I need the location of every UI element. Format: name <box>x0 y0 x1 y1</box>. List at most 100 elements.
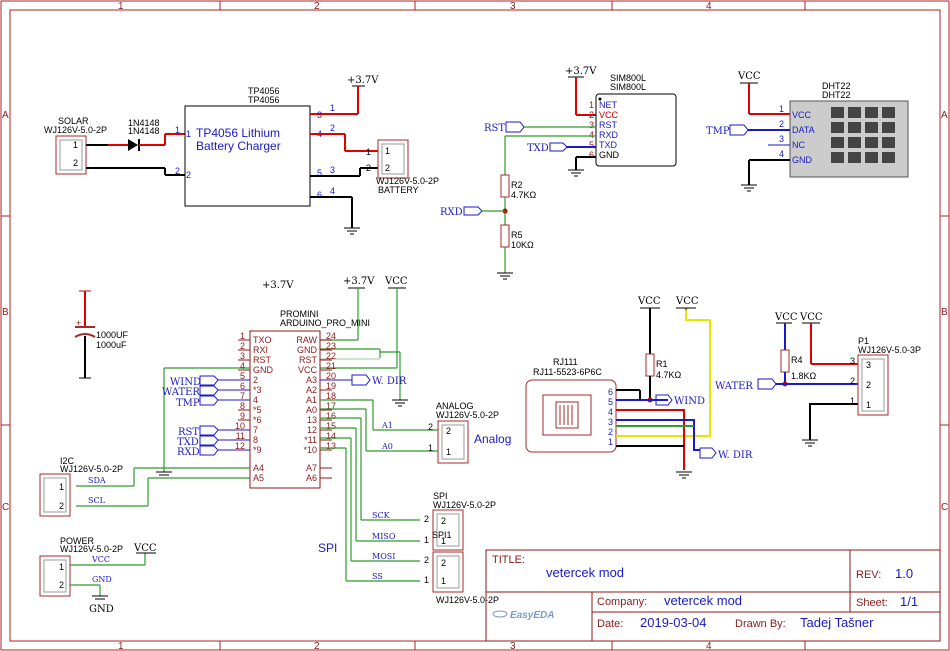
resistor-r5[interactable]: R5 10KΩ <box>500 224 534 250</box>
svg-text:4: 4 <box>779 149 784 159</box>
svg-text:ANALOG: ANALOG <box>436 401 474 411</box>
net-label-wind-rj: WIND <box>655 394 705 407</box>
svg-text:TITLE:: TITLE: <box>492 554 525 566</box>
promini-v37-label-2: +3.7V <box>343 276 375 287</box>
row-label-b: B <box>2 307 9 318</box>
col-label-3-bottom: 3 <box>510 641 516 651</box>
rj11-jack[interactable]: RJ111 RJ11-5523-6P6C 6 5 4 3 2 1 <box>525 357 617 453</box>
svg-text:3: 3 <box>850 356 855 366</box>
net-sck: SCK <box>372 511 391 520</box>
svg-text:2: 2 <box>866 380 871 390</box>
promini-v37-label-1: +3.7V <box>262 280 294 291</box>
diode-ref: 1N4148 <box>128 118 160 128</box>
i2c-connector[interactable]: I2C WJ126V-5.0-2P 1 2 <box>39 456 123 517</box>
tp4056-ref: TP4056 <box>248 86 280 96</box>
svg-text:REV:: REV: <box>856 569 881 581</box>
promini-pin-number: 14 <box>326 431 336 441</box>
svg-text:2: 2 <box>441 558 446 568</box>
capacitor-1000uf[interactable]: + 1000UF 1000uF <box>74 290 129 379</box>
sheet-title: vetercek mod <box>546 565 624 580</box>
svg-text:POWER: POWER <box>60 536 95 546</box>
net-label-wdir-rj: W. DIR <box>699 447 753 461</box>
sim-v37-label: +3.7V <box>565 66 597 77</box>
net-scl: SCL <box>88 496 106 505</box>
col-label-4: 4 <box>706 1 712 12</box>
promini-pin-name: VCC <box>298 365 318 375</box>
solar-connector[interactable]: SOLAR WJ126V-5.0-2P 1 2 <box>44 116 107 175</box>
svg-text:1: 1 <box>608 437 613 447</box>
svg-text:1: 1 <box>59 482 64 492</box>
svg-text:WIND: WIND <box>170 377 201 388</box>
dht22-sensor[interactable]: DHT22 DHT22 VCC DATA NC GND 1 2 3 4 <box>779 81 909 178</box>
power-connector[interactable]: POWER WJ126V-5.0-2P 1 2 <box>39 536 123 597</box>
solar-body <box>55 135 87 175</box>
promini-pin-number: 5 <box>240 371 245 381</box>
sim800l-module[interactable]: SIM800L SIM800L NET VCC RST RXD TXD GND … <box>589 73 677 167</box>
net-label-wdir-promini: W. DIR <box>351 374 407 387</box>
svg-text:VCC: VCC <box>792 110 812 120</box>
rj11-body <box>525 379 617 453</box>
promini-pin-name: 4 <box>253 395 258 405</box>
svg-text:RXD: RXD <box>177 447 200 458</box>
svg-text:RJ111: RJ111 <box>553 357 578 367</box>
svg-text:WJ126V-5.0-3P: WJ126V-5.0-3P <box>858 345 921 355</box>
dht-vcc-label: VCC <box>737 71 761 82</box>
svg-text:I2C: I2C <box>60 456 75 466</box>
p1-connector[interactable]: P1 WJ126V-5.0-3P 3 2 1 3 2 1 <box>850 336 921 416</box>
svg-text:1: 1 <box>779 104 784 114</box>
svg-text:4: 4 <box>589 130 594 140</box>
net-label-rxd-r: RXD <box>440 206 483 218</box>
spi1-value: WJ126V-5.0-2P <box>436 595 499 605</box>
svg-text:4.7KΩ: 4.7KΩ <box>656 370 682 380</box>
col-label-2: 2 <box>314 1 320 12</box>
svg-text:2: 2 <box>441 516 446 526</box>
svg-text:2: 2 <box>73 158 78 168</box>
promini-pin-number: 15 <box>326 421 336 431</box>
analog-connector[interactable]: ANALOG WJ126V-5.0-2P 2 1 2 1 Analog <box>428 401 511 464</box>
svg-text:2: 2 <box>424 514 429 524</box>
svg-text:WIND: WIND <box>674 396 705 407</box>
net-mosi: MOSI <box>372 552 395 561</box>
resistor-r2[interactable]: R2 4.7KΩ <box>500 174 537 200</box>
promini-pin-number: 21 <box>326 361 336 371</box>
svg-text:2: 2 <box>59 580 64 590</box>
svg-text:3: 3 <box>608 417 613 427</box>
promini-vcc-label: VCC <box>384 276 408 287</box>
resistor-r1[interactable]: R1 4.7KΩ <box>645 353 682 380</box>
promini-pin-number: 4 <box>240 361 245 371</box>
solar-value: WJ126V-5.0-2P <box>44 125 107 135</box>
analog-title: Analog <box>474 432 511 446</box>
promini-pin-number: 1 <box>240 331 245 341</box>
promini-pin-number: 6 <box>240 381 245 391</box>
battery-connector[interactable]: 1 2 1 2 WJ126V-5.0-2P BATTERY <box>366 139 439 195</box>
svg-text:WJ126V-5.0-2P: WJ126V-5.0-2P <box>433 500 496 510</box>
svg-text:TXD: TXD <box>527 143 549 154</box>
col-label-1-bottom: 1 <box>118 641 124 651</box>
tp4056-module[interactable]: TP4056 TP4056 TP4056 Lithium Battery Cha… <box>175 86 322 207</box>
col-label-4-bottom: 4 <box>706 641 712 651</box>
svg-text:2: 2 <box>608 427 613 437</box>
promini-pin-number: 22 <box>326 351 336 361</box>
rj-vcc-label-1: VCC <box>637 296 661 307</box>
svg-text:WJ126V-5.0-2P: WJ126V-5.0-2P <box>60 544 123 554</box>
sheet-number: 1/1 <box>900 594 918 609</box>
promini-pin-name: A7 <box>306 463 317 473</box>
promini-pin-name: *10 <box>303 445 317 455</box>
svg-text:TXD: TXD <box>599 140 618 150</box>
diode-symbol <box>128 139 138 151</box>
net-a1: A1 <box>381 421 393 430</box>
net-a0: A0 <box>381 442 393 451</box>
spi-connector[interactable]: SPI WJ126V-5.0-2P 2 1 2 1 SPI1 2 1 2 1 W… <box>318 491 499 605</box>
diode-1n4148[interactable]: 1N4148 1N4148 <box>108 118 185 151</box>
promini-pin-name: A6 <box>306 473 317 483</box>
power-vcc-label: VCC <box>133 543 157 554</box>
promini-pin-name: A2 <box>306 385 317 395</box>
svg-text:RST: RST <box>599 120 618 130</box>
promini-pin-name: A4 <box>253 463 264 473</box>
promini-pin-name: 8 <box>253 435 258 445</box>
svg-text:1: 1 <box>441 576 446 586</box>
sim800l-ref: SIM800L <box>610 73 646 83</box>
